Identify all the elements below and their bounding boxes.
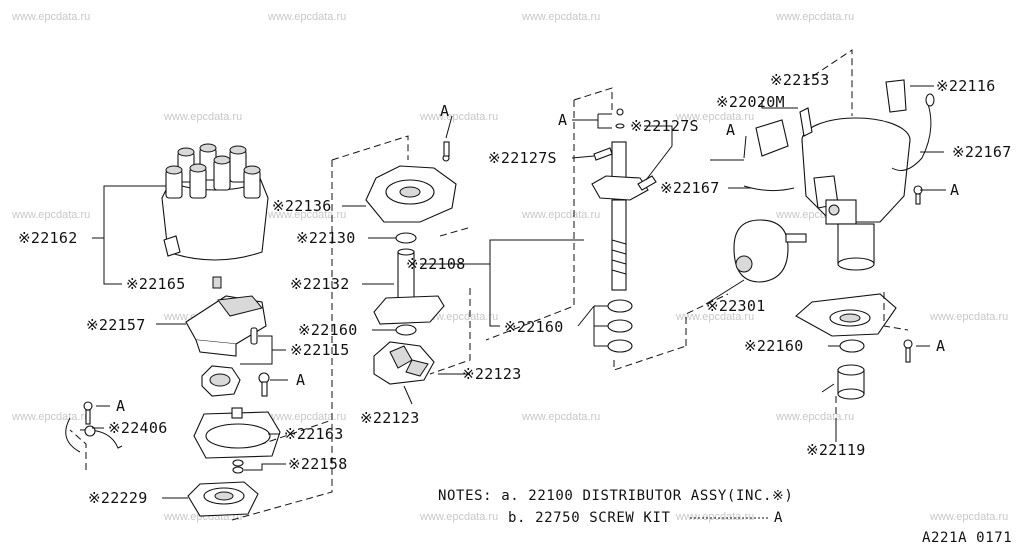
- watermark: www.epcdata.ru: [675, 311, 754, 323]
- part-label-22167: ※22167: [952, 143, 1012, 161]
- governor-weights: [373, 341, 435, 385]
- part-label-22115: ※22115: [290, 341, 350, 359]
- cap-clip: [885, 79, 907, 113]
- thrust-washer: [395, 232, 417, 244]
- part-label-22160: ※22160: [298, 321, 358, 339]
- watermark: www.epcdata.ru: [929, 511, 1008, 523]
- lead-wire: [728, 119, 795, 192]
- pickup-coil-base: [193, 407, 281, 459]
- watermark: www.epcdata.ru: [267, 209, 346, 221]
- distributor-housing: [801, 117, 911, 271]
- part-label-22123: ※22123: [462, 365, 522, 383]
- watermark: www.epcdata.ru: [521, 411, 600, 423]
- watermark: www.epcdata.ru: [775, 411, 854, 423]
- watermark: www.epcdata.ru: [675, 511, 754, 523]
- watermark: www.epcdata.ru: [675, 111, 754, 123]
- washer: [839, 339, 865, 353]
- part-label-22130: ※22130: [296, 229, 356, 247]
- drive-collar: [821, 364, 865, 400]
- part-label-22162: ※22162: [18, 229, 78, 247]
- watermark: www.epcdata.ru: [267, 11, 346, 23]
- dashed-guides: [69, 49, 909, 521]
- mounting-flange: [795, 293, 897, 337]
- watermark: www.epcdata.ru: [419, 111, 498, 123]
- ref-label-a: A: [726, 121, 735, 139]
- part-label-22123: ※22123: [360, 409, 420, 427]
- carbon-point: [212, 276, 222, 289]
- roll-pin: [593, 147, 613, 161]
- watermark: www.epcdata.ru: [419, 511, 498, 523]
- notes-block: NOTES: a. 22100 DISTRIBUTOR ASSY(INC.※) …: [438, 488, 793, 526]
- cam-plate-assembly: [365, 141, 457, 223]
- watermark: www.epcdata.ru: [11, 11, 90, 23]
- washer-stack: [607, 299, 633, 353]
- part-label-22406: ※22406: [108, 419, 168, 437]
- part-label-22167: ※22167: [660, 179, 720, 197]
- rotor-shaft-plate: [373, 248, 445, 325]
- watermark: www.epcdata.ru: [521, 11, 600, 23]
- watermark: www.epcdata.ru: [775, 11, 854, 23]
- part-label-22301: ※22301: [706, 297, 766, 315]
- watermark: www.epcdata.ru: [163, 111, 242, 123]
- part-labels: ※22162 ※22165 ※22157 ※22115 A A ※22406 ※…: [18, 71, 1012, 507]
- part-label-22127s: ※22127S: [488, 149, 557, 167]
- part-label-22116: ※22116: [936, 77, 996, 95]
- watermark: www.epcdata.ru: [521, 209, 600, 221]
- part-label-22119: ※22119: [806, 441, 866, 459]
- distributor-shaft: [591, 141, 649, 291]
- notes-line-1: NOTES: a. 22100 DISTRIBUTOR ASSY(INC.※): [438, 488, 793, 504]
- ref-label-a: A: [558, 111, 567, 129]
- ref-label-a: A: [440, 102, 449, 120]
- notes-line-2-ref: A: [774, 510, 783, 526]
- ref-label-a: A: [296, 371, 305, 389]
- watermark: www.epcdata.ru: [929, 311, 1008, 323]
- distributor-cap: [161, 143, 269, 261]
- watermark: www.epcdata.ru: [267, 411, 346, 423]
- part-label-22160: ※22160: [504, 318, 564, 336]
- rotor-head: [185, 295, 267, 357]
- watermark: www.epcdata.ru: [11, 209, 90, 221]
- part-label-22132: ※22132: [290, 275, 350, 293]
- part-label-22229: ※22229: [88, 489, 148, 507]
- notes-line-2: b. 22750 SCREW KIT: [508, 510, 671, 526]
- part-label-22127s: ※22127S: [630, 117, 699, 135]
- screw-part: [903, 339, 913, 363]
- lead-wire: [891, 93, 935, 171]
- figure-code: A221A 0171: [922, 530, 1012, 546]
- screw-part: [258, 372, 270, 397]
- part-label-22158: ※22158: [288, 455, 348, 473]
- ref-label-a: A: [936, 337, 945, 355]
- part-label-22163: ※22163: [284, 425, 344, 443]
- clamp-spring: [65, 401, 123, 453]
- vacuum-controller: [733, 219, 807, 283]
- part-label-22157: ※22157: [86, 316, 146, 334]
- washer: [395, 324, 417, 336]
- screw-part: [913, 185, 923, 205]
- shaft-screw: [615, 108, 625, 129]
- ref-label-a: A: [116, 397, 125, 415]
- watermark: www.epcdata.ru: [11, 411, 90, 423]
- washer-set: [232, 459, 244, 474]
- signal-generator: [799, 107, 813, 137]
- part-label-22165: ※22165: [126, 275, 186, 293]
- governor-weight: [201, 327, 258, 397]
- part-label-22020m: ※22020M: [716, 93, 785, 111]
- part-label-22108: ※22108: [406, 255, 466, 273]
- leader-lines: [92, 85, 946, 499]
- ref-label-a: A: [950, 181, 959, 199]
- part-label-22136: ※22136: [272, 197, 332, 215]
- part-label-22160: ※22160: [744, 337, 804, 355]
- breaker-plate: [187, 481, 259, 517]
- watermark: www.epcdata.ru: [419, 311, 498, 323]
- part-label-22153: ※22153: [770, 71, 830, 89]
